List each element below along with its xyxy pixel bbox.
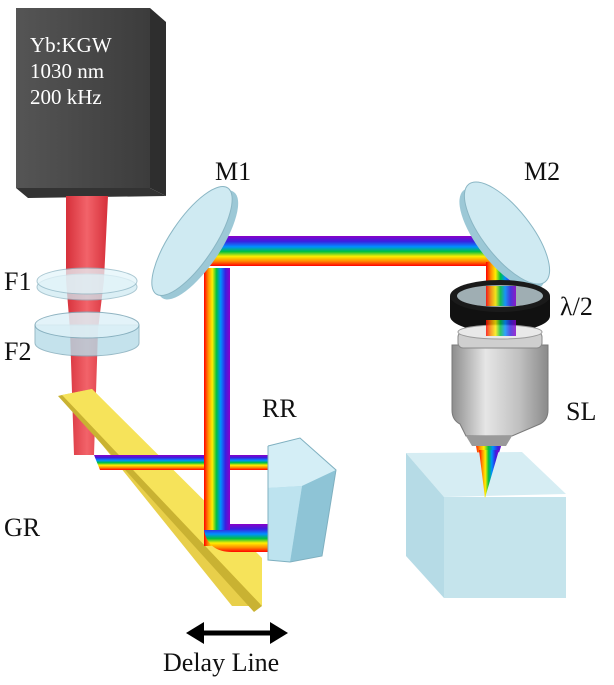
sample-block (406, 450, 566, 598)
laser-wavelength-label: 1030 nm (30, 59, 104, 83)
spectrum-beam-grating-to-rr (94, 455, 268, 470)
half-wave-plate (450, 280, 550, 332)
scan-lens (451, 320, 549, 446)
label-sl: SL (566, 397, 596, 426)
label-delay-line: Delay Line (163, 648, 279, 677)
label-f2: F2 (4, 337, 31, 366)
mirror-m2 (459, 181, 551, 291)
laser-model-label: Yb:KGW (30, 33, 112, 57)
lens-f1 (36, 267, 138, 301)
label-gr: GR (4, 513, 41, 542)
laser-source: Yb:KGW 1030 nm 200 kHz (16, 8, 166, 198)
lens-f2 (34, 311, 140, 357)
laser-reprate-label: 200 kHz (30, 85, 102, 109)
spectrum-beam-lower-return (204, 524, 268, 552)
label-f1: F1 (4, 267, 31, 296)
label-m1: M1 (215, 157, 251, 186)
mirror-m1 (151, 186, 239, 300)
label-rr: RR (262, 394, 297, 423)
spectrum-beam-m1-to-m2 (204, 236, 490, 266)
roof-reflector (267, 437, 337, 563)
label-m2: M2 (524, 157, 560, 186)
spectrum-beam-m1-vertical (204, 268, 230, 546)
label-half-wave-plate: λ/2 (560, 292, 593, 321)
delay-line-arrow (186, 622, 288, 644)
grating (58, 389, 262, 612)
